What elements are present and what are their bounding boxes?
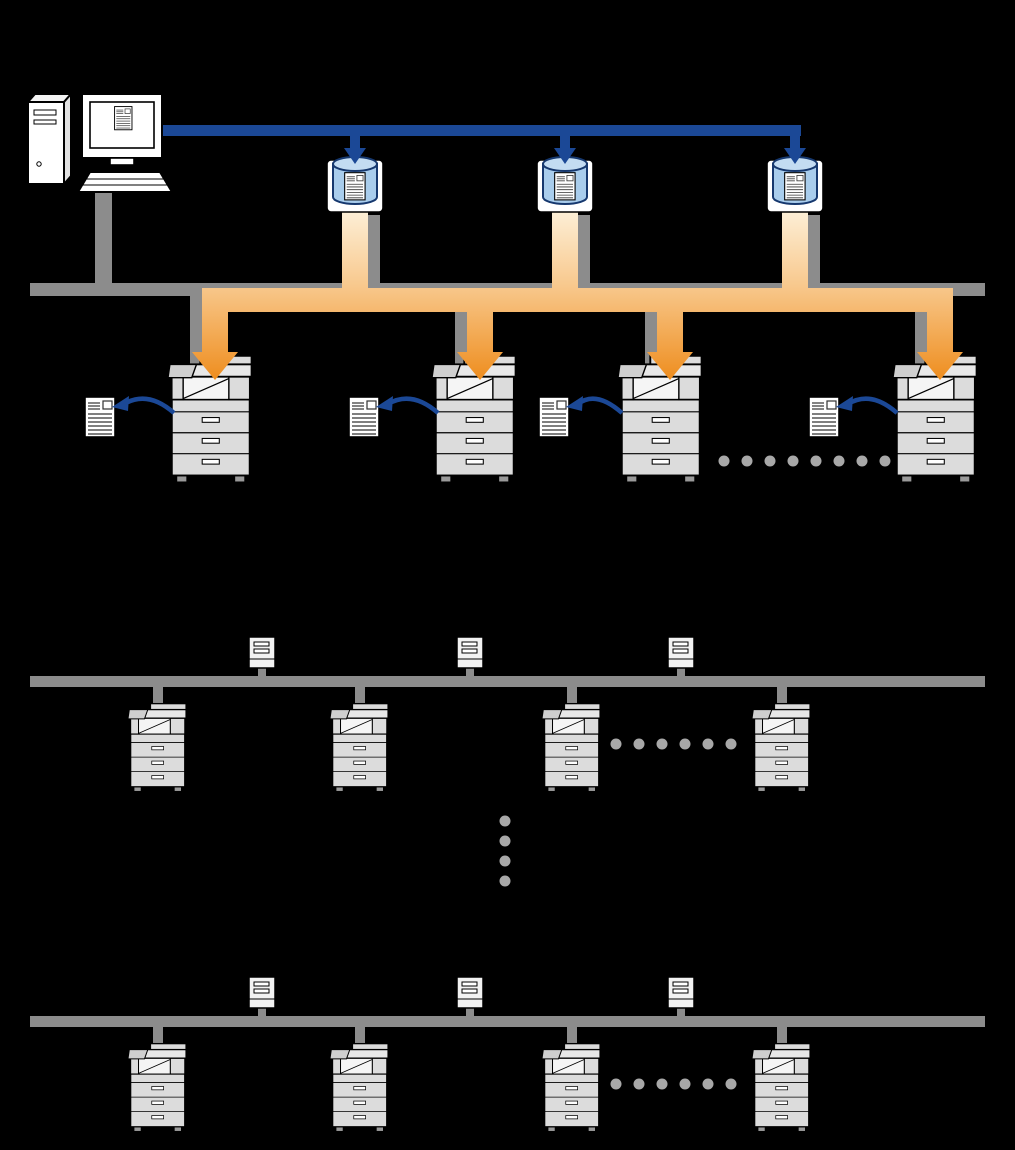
print-arrowhead-2 — [376, 396, 393, 411]
keyboard — [76, 171, 174, 193]
middle-client-3-cable — [677, 664, 685, 678]
middle-printer-4-cable — [777, 685, 787, 707]
middle-printer-3-cable — [567, 685, 577, 707]
monitor-stand — [109, 157, 135, 166]
ellipsis-dots-top — [718, 455, 891, 467]
print-arrowhead-4 — [836, 396, 853, 411]
mfp-printer-4 — [892, 354, 978, 484]
middle-printer-4 — [751, 702, 811, 793]
ellipsis-dots-vertical — [499, 815, 511, 887]
server-3 — [767, 157, 823, 212]
server-1 — [327, 157, 383, 212]
middle-network-bus — [30, 676, 985, 687]
middle-printer-1-cable — [153, 685, 163, 707]
print-arrow-2 — [386, 396, 440, 415]
middle-client-3 — [667, 636, 695, 669]
printer-1-cable — [190, 294, 202, 364]
bottom-network-bus — [30, 1016, 985, 1027]
mfp-printer-2 — [431, 354, 517, 484]
print-arrow-1 — [122, 396, 176, 415]
middle-printer-1 — [127, 702, 187, 793]
middle-client-2 — [456, 636, 484, 669]
middle-client-1 — [248, 636, 276, 669]
middle-printer-3 — [541, 702, 601, 793]
server-1-cable — [367, 215, 380, 285]
bottom-printer-3 — [541, 1042, 601, 1133]
bottom-client-2 — [456, 976, 484, 1009]
bottom-printer-4-cable — [777, 1025, 787, 1047]
server-3-cable — [807, 215, 820, 285]
printed-document-1 — [84, 396, 116, 438]
screen-document-icon — [114, 106, 133, 131]
ellipsis-dots-bottom — [610, 1078, 737, 1090]
middle-printer-2 — [329, 702, 389, 793]
tower-front — [27, 101, 65, 185]
bottom-client-3-cable — [677, 1004, 685, 1018]
print-arrow-4 — [846, 396, 899, 415]
printed-document-3 — [538, 396, 570, 438]
server-2 — [537, 157, 593, 212]
server-2-cable — [577, 215, 590, 285]
middle-client-1-cable — [258, 664, 266, 678]
middle-client-2-cable — [466, 664, 474, 678]
data-flow-line — [145, 125, 806, 164]
print-arrowhead-1 — [112, 396, 129, 411]
drive-bay-icon — [33, 119, 57, 125]
bottom-printer-2 — [329, 1042, 389, 1133]
workstation-cable — [95, 185, 112, 285]
bottom-client-1-cable — [258, 1004, 266, 1018]
power-button-icon — [36, 161, 42, 167]
bottom-client-3 — [667, 976, 695, 1009]
bottom-client-1 — [248, 976, 276, 1009]
ellipsis-dots-middle — [610, 738, 737, 750]
tower-side — [63, 91, 72, 187]
printed-outputs — [84, 396, 899, 438]
admin-workstation — [25, 91, 174, 193]
bottom-printer-1-cable — [153, 1025, 163, 1047]
orange-distribution-flow — [192, 210, 963, 380]
printed-document-4 — [808, 396, 840, 438]
mfp-printer-3 — [617, 354, 703, 484]
middle-printer-2-cable — [355, 685, 365, 707]
drive-bay-icon — [33, 109, 57, 116]
network-cabling — [30, 185, 985, 1047]
print-arrowhead-3 — [566, 396, 583, 411]
bottom-printer-1 — [127, 1042, 187, 1133]
printed-document-2 — [348, 396, 380, 438]
mfp-printer-1 — [167, 354, 253, 484]
bottom-printer-2-cable — [355, 1025, 365, 1047]
bottom-printer-3-cable — [567, 1025, 577, 1047]
bottom-printer-4 — [751, 1042, 811, 1133]
bottom-client-2-cable — [466, 1004, 474, 1018]
print-arrow-3 — [576, 396, 624, 415]
